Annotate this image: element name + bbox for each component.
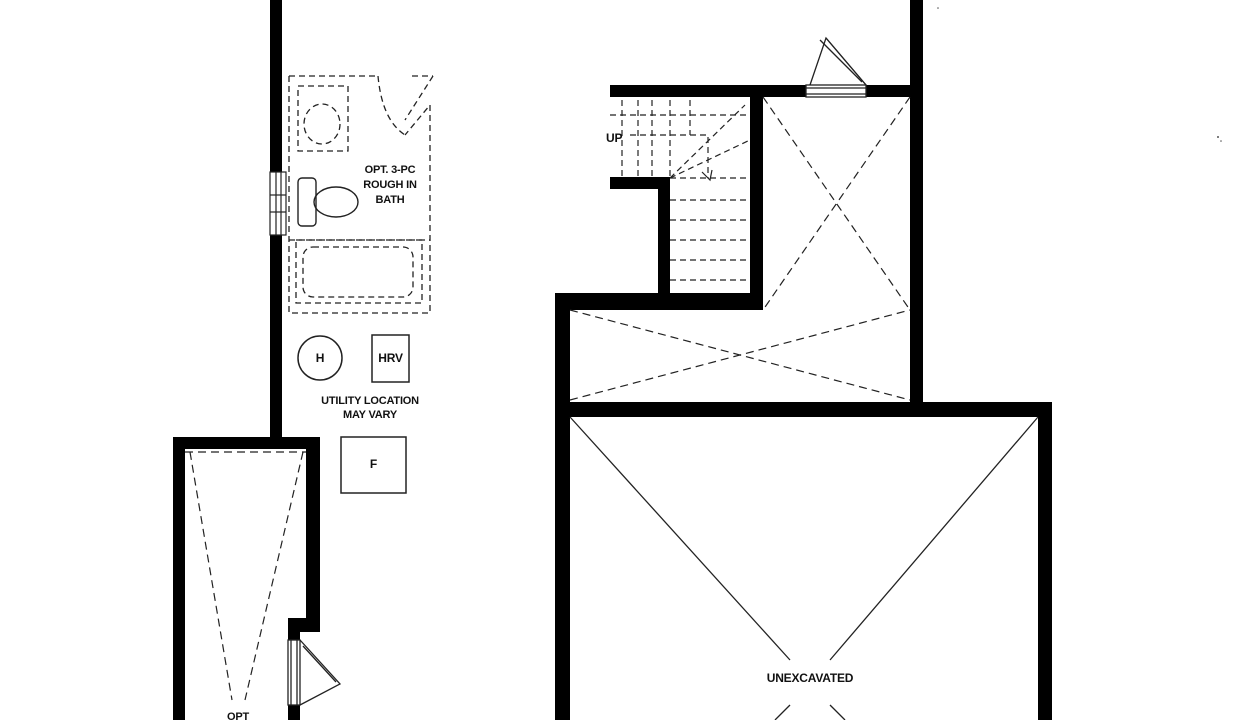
- wall-unexcavated-top: [555, 402, 1052, 417]
- label-unexcavated: UNEXCAVATED: [766, 671, 854, 685]
- annex-taper: [185, 451, 306, 701]
- wall-annex-top: [173, 437, 320, 449]
- wall-unexcavated-right: [1038, 402, 1052, 720]
- label-up: UP: [606, 131, 623, 145]
- wall-mid-left: [555, 293, 570, 720]
- bathtub: [295, 239, 423, 304]
- label-hrv: HRV: [378, 351, 403, 365]
- toilet-icon: [297, 177, 359, 227]
- open-area-x: [569, 96, 911, 401]
- wall-annex-right-bottom: [288, 705, 300, 720]
- window-left: [269, 171, 287, 236]
- wall-stair-inner: [750, 85, 763, 310]
- wall-annex-right: [306, 437, 320, 632]
- wall-stair-left: [658, 177, 670, 300]
- walls: [173, 0, 1052, 720]
- wall-annex-left: [173, 437, 185, 720]
- label-opt: OPT: [226, 711, 249, 723]
- sink-icon: [303, 103, 341, 145]
- scan-specks: [937, 7, 1222, 142]
- hrv-symbol: [371, 334, 410, 383]
- door-top[interactable]: [805, 36, 867, 98]
- wall-annex-right-low: [288, 618, 300, 640]
- wall-left-upper: [270, 0, 282, 172]
- wall-stair-top: [610, 85, 806, 97]
- wall-stair-top-right: [866, 85, 922, 97]
- heater-symbol: [297, 335, 343, 381]
- label-utility: UTILITY LOCATION MAY VARY: [321, 395, 419, 421]
- unexcavated-x: [569, 416, 1039, 720]
- wall-stair-landing: [610, 177, 670, 189]
- door-annex[interactable]: [287, 639, 342, 706]
- sink-cabinet: [297, 85, 349, 152]
- wall-right-upper: [910, 0, 923, 410]
- wall-left-lower: [270, 235, 282, 445]
- label-bath: OPT. 3-PC ROUGH IN BATH: [363, 164, 417, 206]
- label-heater: H: [315, 351, 325, 365]
- stair-arrow-icon: [701, 169, 713, 182]
- stairs: [610, 100, 751, 281]
- wall-stair-bottom: [555, 293, 763, 310]
- opt-bath: [288, 75, 434, 314]
- label-furnace: F: [369, 457, 378, 471]
- bathtub-inner: [302, 246, 414, 298]
- furnace-symbol: [340, 436, 407, 494]
